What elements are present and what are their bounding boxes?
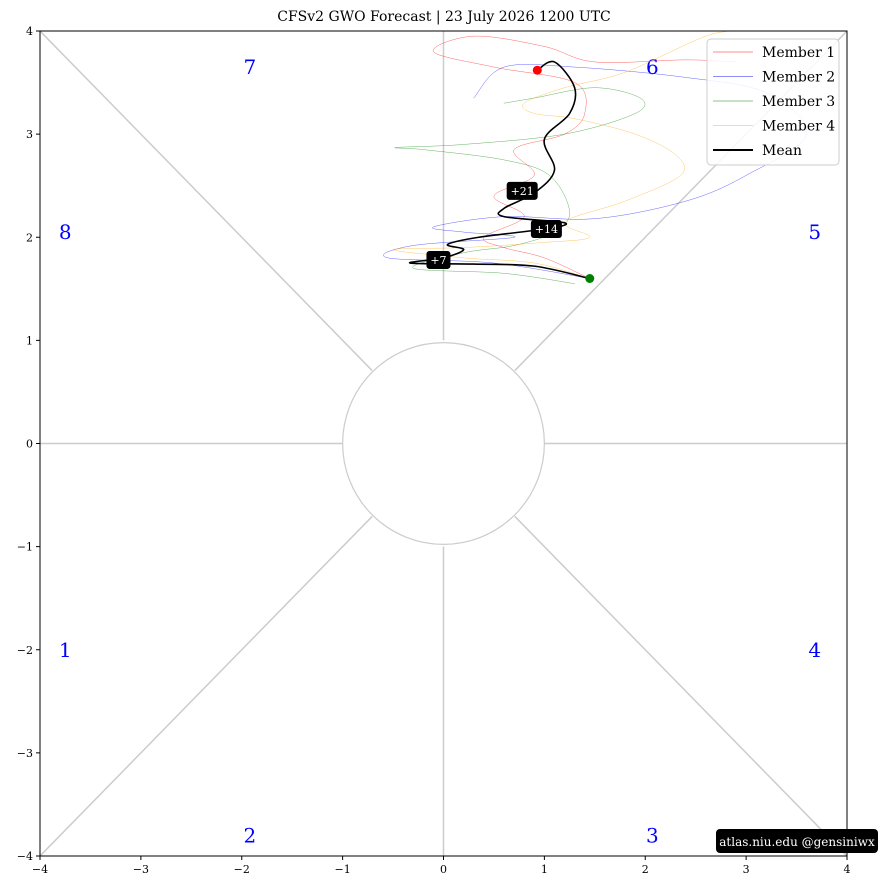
y-tick-label: −3 bbox=[17, 747, 33, 760]
y-tick-label: 0 bbox=[26, 438, 33, 451]
day-label-group: +14 bbox=[530, 220, 562, 238]
day-label: +21 bbox=[511, 185, 534, 198]
unit-circle bbox=[342, 342, 545, 545]
guide-diagonal-upper-left bbox=[40, 31, 373, 372]
y-tick-label: 3 bbox=[26, 128, 33, 141]
y-tick-label: 1 bbox=[26, 334, 33, 347]
day-label-group: +7 bbox=[426, 250, 451, 269]
day-label-group: +21 bbox=[506, 181, 538, 200]
phase-label-3: 3 bbox=[646, 823, 659, 847]
y-tick-label: −1 bbox=[17, 541, 33, 554]
y-tick-label: −4 bbox=[17, 850, 33, 863]
legend-label-member-1: Member 1 bbox=[762, 45, 835, 61]
day-label: +7 bbox=[430, 254, 446, 267]
series-line-member-2 bbox=[383, 64, 808, 279]
legend-label-member-3: Member 3 bbox=[762, 94, 835, 110]
x-tick-label: −2 bbox=[234, 863, 250, 876]
guide-diagonal-lower-left bbox=[40, 515, 373, 856]
phase-label-7: 7 bbox=[243, 55, 256, 79]
credit-text: atlas.niu.edu @gensiniwx bbox=[719, 835, 875, 849]
end-marker bbox=[532, 65, 542, 75]
guide-diagonal-lower-right bbox=[514, 515, 847, 856]
day-label: +14 bbox=[535, 223, 558, 236]
credit-box: atlas.niu.edu @gensiniwx bbox=[716, 829, 878, 853]
series-line-mean bbox=[409, 60, 591, 280]
x-tick-label: 4 bbox=[844, 863, 851, 876]
phase-label-5: 5 bbox=[808, 220, 821, 244]
y-tick-label: 2 bbox=[26, 231, 33, 244]
x-tick-label: 1 bbox=[541, 863, 548, 876]
phase-label-1: 1 bbox=[59, 638, 72, 662]
chart-title: CFSv2 GWO Forecast | 23 July 2026 1200 U… bbox=[277, 9, 611, 25]
legend: Member 1 Member 2 Member 3 Member 4 Mean bbox=[706, 38, 840, 166]
x-tick-label: −1 bbox=[335, 863, 351, 876]
credit-background bbox=[716, 829, 878, 853]
series-line-member-4 bbox=[392, 31, 742, 279]
axes: −4 −3 −2 −1 0 1 2 3 4 −4 −3 −2 −1 0 1 2 3 4 bbox=[17, 25, 851, 876]
phase-label-6: 6 bbox=[646, 55, 659, 79]
x-tick-label: −3 bbox=[133, 863, 149, 876]
legend-label-mean: Mean bbox=[762, 143, 802, 159]
x-tick-label: 2 bbox=[642, 863, 649, 876]
phase-label-2: 2 bbox=[243, 823, 256, 847]
legend-label-member-4: Member 4 bbox=[762, 119, 835, 135]
legend-label-member-2: Member 2 bbox=[762, 70, 835, 86]
plot-area: 1 2 3 4 5 6 7 8 +7 +14 +21 bbox=[40, 31, 847, 856]
x-tick-label: 0 bbox=[440, 863, 447, 876]
legend-frame bbox=[706, 38, 840, 166]
phase-label-4: 4 bbox=[808, 638, 821, 662]
day-label-box bbox=[530, 220, 562, 238]
x-tick-label: 3 bbox=[743, 863, 750, 876]
y-tick-label: −2 bbox=[17, 644, 33, 657]
day-label-box bbox=[426, 250, 451, 269]
start-marker bbox=[585, 274, 595, 283]
x-tick-label: −4 bbox=[32, 863, 48, 876]
y-tick-label: 4 bbox=[26, 25, 33, 38]
phase-label-8: 8 bbox=[59, 220, 72, 244]
day-label-box bbox=[506, 181, 538, 200]
